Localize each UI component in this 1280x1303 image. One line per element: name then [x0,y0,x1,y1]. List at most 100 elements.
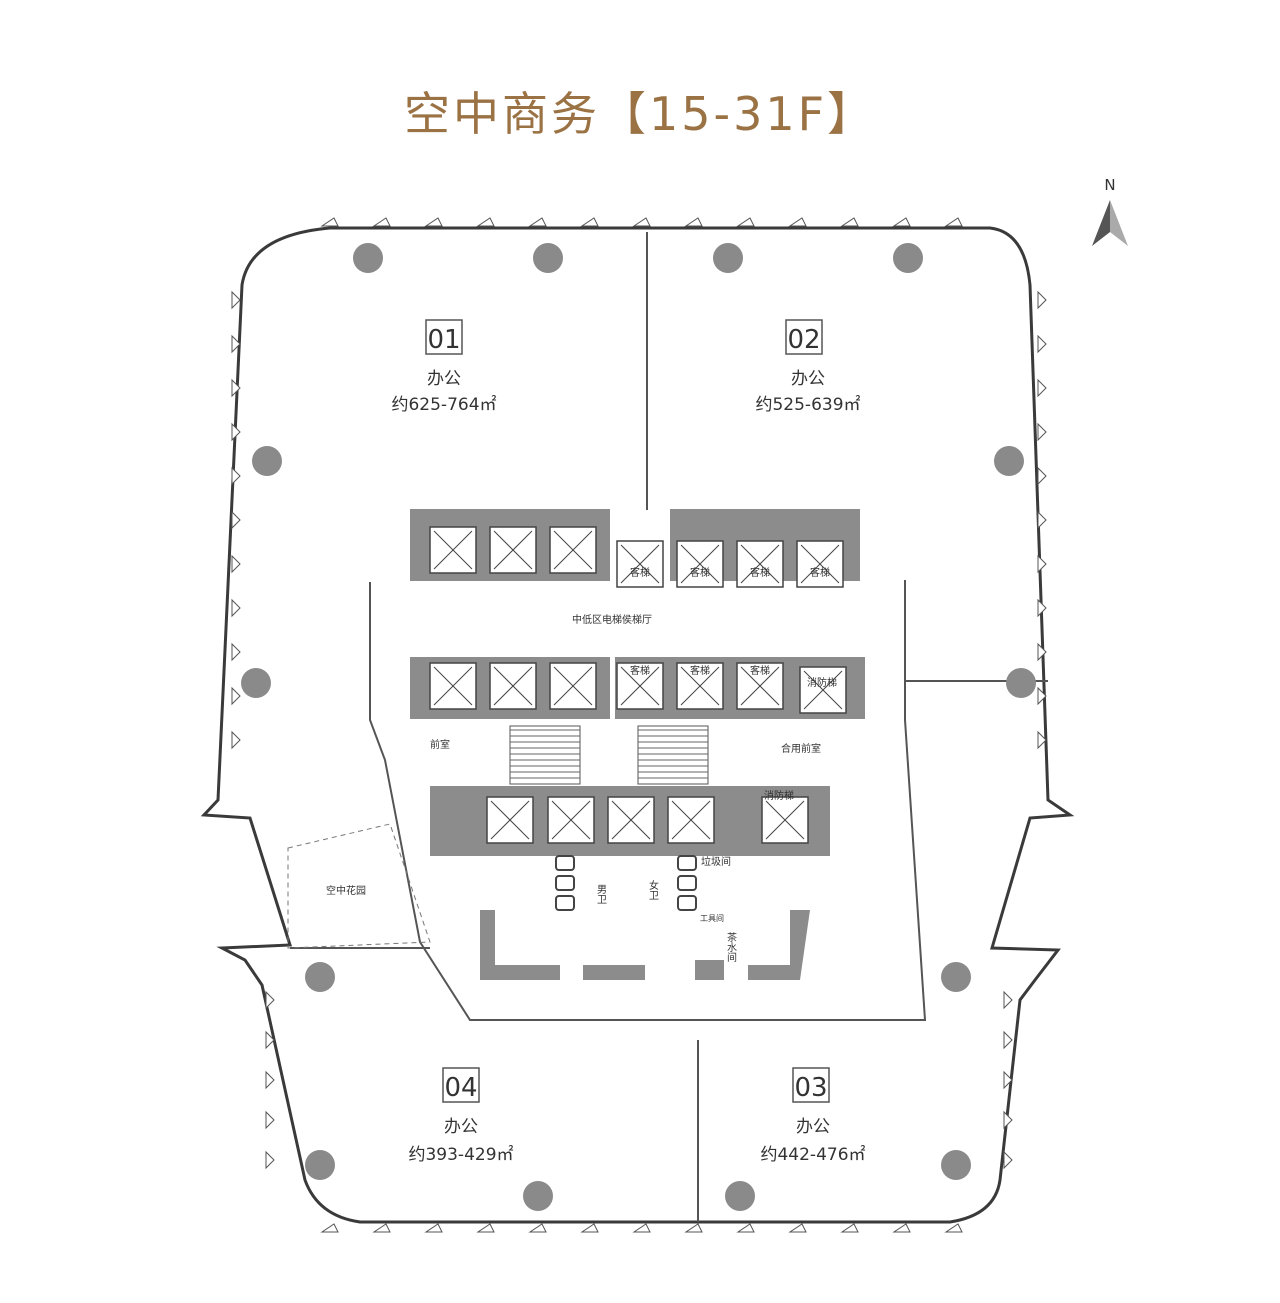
facade-fin [580,1223,599,1233]
facade-fin [944,217,963,227]
facade-fin [788,217,807,227]
facade-fins [231,217,1047,1233]
column [305,962,335,992]
column [252,446,282,476]
elevator-cars [429,526,847,844]
elevator-car [736,662,784,710]
tea-room-label: 茶水间 [725,931,737,963]
passenger-elevator-label: 客梯 [630,664,650,677]
facade-fin [231,510,241,530]
facade-fin [265,1110,275,1130]
facade-fin [1037,378,1047,398]
facade-fin [1037,510,1047,530]
vertical-labels: 男卫 女卫 茶水间 [595,879,737,963]
facade-fin [424,217,443,227]
core-wall-bottom [480,910,810,980]
facade-fin [1003,990,1013,1010]
unit-01: 01 办公 约625-764㎡ [391,319,497,415]
compass: N [1092,176,1128,246]
facade-fin [476,1223,495,1233]
elevator-car [429,662,477,710]
passenger-elevator-label: 客梯 [630,566,650,579]
staircases [509,725,709,785]
facade-fin [231,466,241,486]
facade-fin [1003,1070,1013,1090]
elevator-car [549,526,597,574]
facade-fin [231,554,241,574]
elevator-car [796,540,844,588]
elevator-car [489,662,537,710]
facade-fin [265,990,275,1010]
unit-02: 02 办公 约525-639㎡ [755,319,861,415]
elevator-car [799,666,847,714]
column [241,668,271,698]
unit-04: 04 办公 约393-429㎡ [408,1067,514,1165]
unit-04-id: 04 [444,1073,477,1103]
facade-fin [1037,466,1047,486]
facade-fin [320,1223,339,1233]
elevator-car [616,540,664,588]
structural-columns [241,243,1036,1211]
unit-03-id: 03 [794,1073,827,1103]
facade-fin [736,217,755,227]
facade-fin [528,1223,547,1233]
fire-elevator-label-1: 消防梯 [807,676,837,689]
facade-fin [1037,730,1047,750]
passenger-elevator-label: 客梯 [750,566,770,579]
unit-02-id: 02 [787,325,820,355]
building-outline [200,226,1075,1224]
facade-fin [1037,290,1047,310]
column [941,1150,971,1180]
column [713,243,743,273]
unit-02-use: 办公 [791,369,825,389]
facade-fin [231,598,241,618]
unit-02-area: 约525-639㎡ [755,395,860,415]
elevator-labels: 客梯客梯客梯客梯客梯客梯客梯 [630,566,830,677]
facade-fin [476,217,495,227]
facade-fin [580,217,599,227]
sky-garden-area [287,823,431,949]
unit-03-use: 办公 [796,1117,830,1137]
facade-fin [372,217,391,227]
facade-fin [632,217,651,227]
compass-label: N [1104,176,1115,194]
facade-fin [892,217,911,227]
facade-fin [1037,422,1047,442]
facade-fin [231,290,241,310]
facade-fin [1037,598,1047,618]
facade-fin [1037,334,1047,354]
sky-garden-label: 空中花园 [326,884,366,897]
facade-fin [684,1223,703,1233]
column [994,446,1024,476]
elevator-car [547,796,595,844]
facade-fin [231,730,241,750]
facade-fin [231,334,241,354]
elevator-car [607,796,655,844]
unit-01-area: 约625-764㎡ [391,395,496,415]
column [533,243,563,273]
facade-fin [1003,1110,1013,1130]
core-labels: 中低区电梯侯梯厅 前室 合用前室 消防梯 消防梯 垃圾间 工具间 空中花园 [326,613,837,923]
facade-fin [892,1223,911,1233]
facade-fin [231,378,241,398]
column [725,1181,755,1211]
passenger-elevator-label: 客梯 [810,566,830,579]
facade-fin [944,1223,963,1233]
facade-fin [231,422,241,442]
unit-04-area: 约393-429㎡ [408,1145,513,1165]
facade-fin [1003,1030,1013,1050]
facade-fin [424,1223,443,1233]
facade-fin [528,217,547,227]
facade-fin [231,686,241,706]
facade-fin [231,642,241,662]
toilet-fixtures [555,855,697,911]
unit-01-use: 办公 [427,369,461,389]
front-room-label: 前室 [430,738,450,751]
tool-room-label: 工具间 [700,914,724,923]
column [523,1181,553,1211]
unit-04-use: 办公 [444,1117,478,1137]
fire-elevator-label-2: 消防梯 [764,789,794,802]
facade-fin [840,217,859,227]
column [893,243,923,273]
passenger-elevator-label: 客梯 [750,664,770,677]
